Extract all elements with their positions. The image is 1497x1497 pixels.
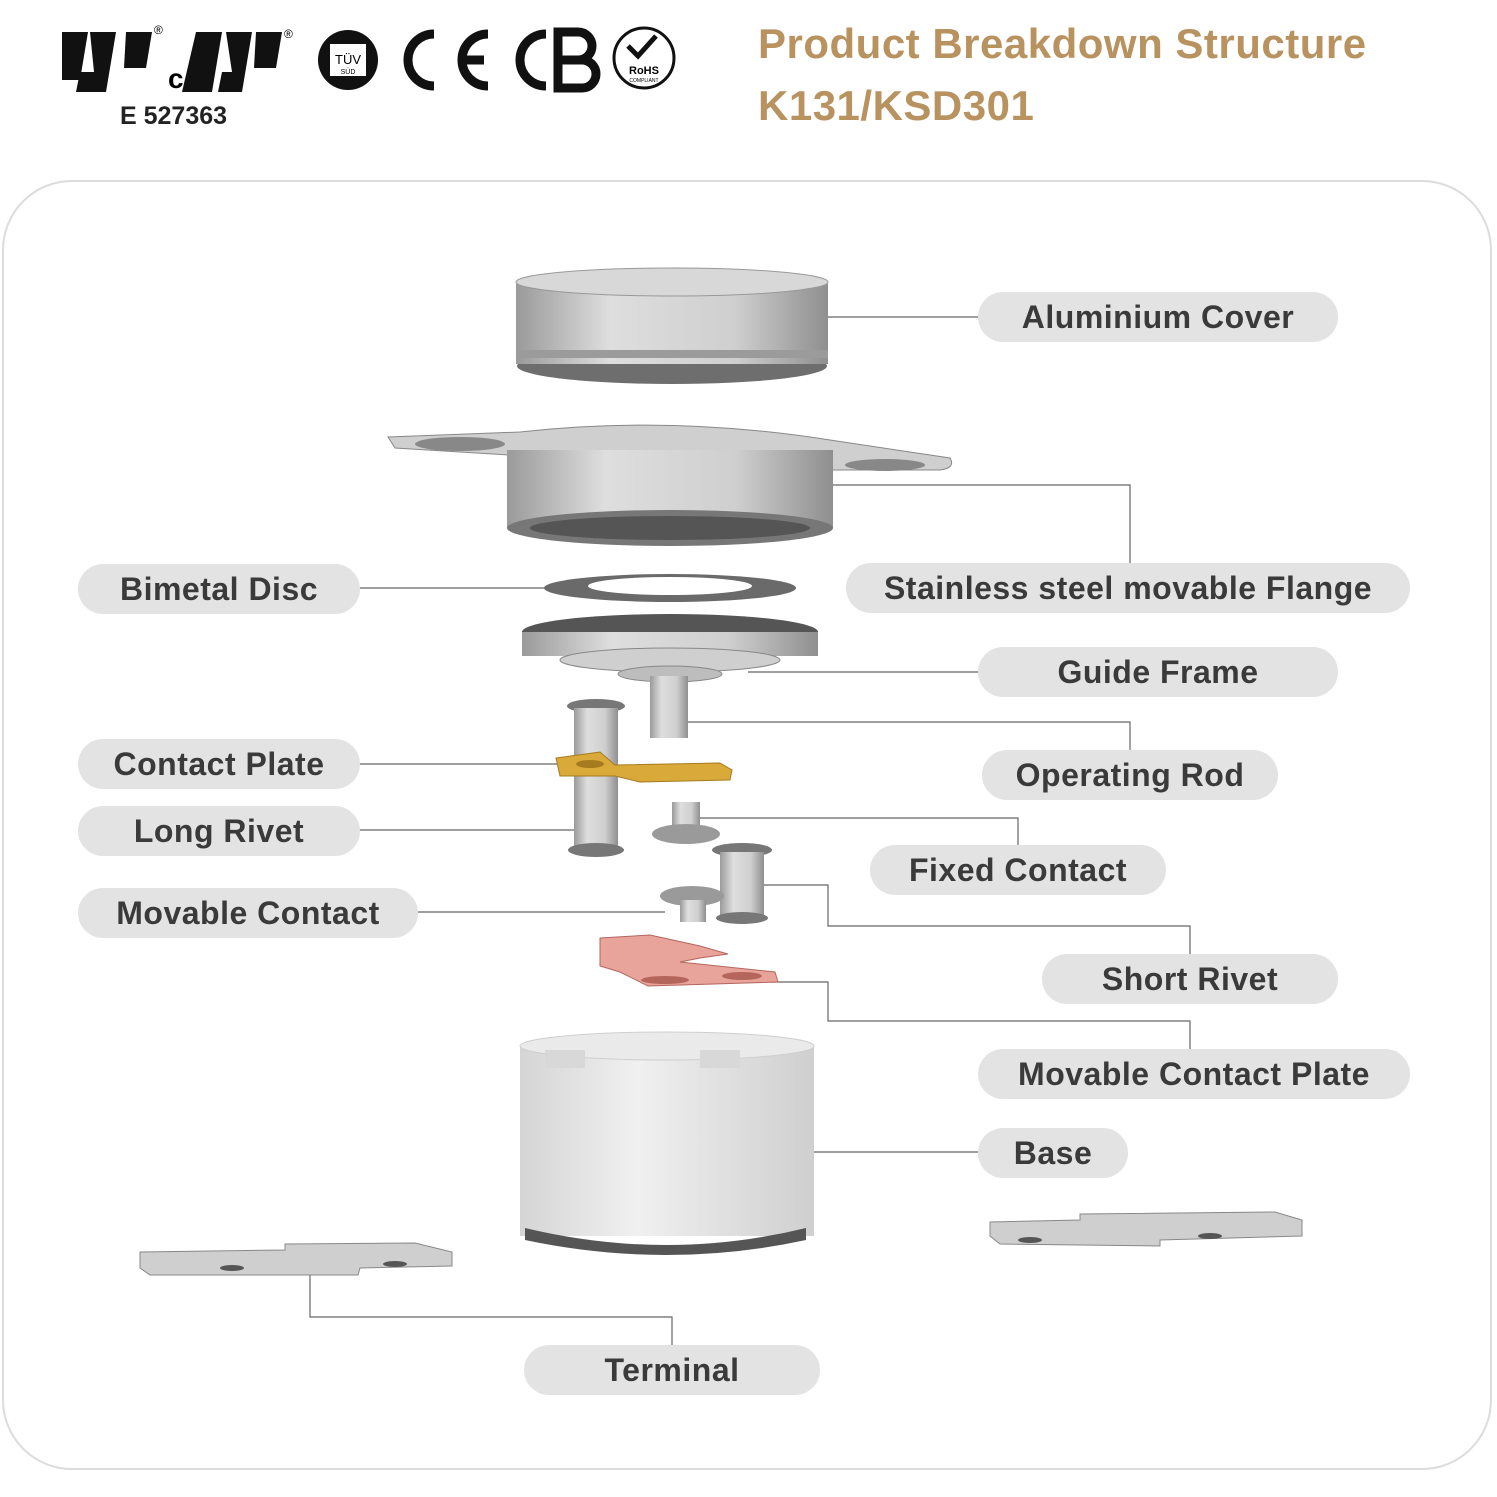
certification-logos: ® c ® TÜV SÜD RoHS COMPLIANT <box>56 23 696 144</box>
label-aluminium-cover: Aluminium Cover <box>978 292 1338 342</box>
svg-text:®: ® <box>154 24 163 37</box>
svg-text:c: c <box>168 63 184 94</box>
guide-frame-part <box>522 614 818 738</box>
stainless-flange-part <box>387 424 953 546</box>
label-movable-contact-plate: Movable Contact Plate <box>978 1049 1410 1099</box>
svg-text:COMPLIANT: COMPLIANT <box>629 78 658 84</box>
label-base: Base <box>978 1128 1128 1178</box>
ul-recognized-icon: ® c ® <box>62 23 293 94</box>
label-terminal: Terminal <box>524 1345 820 1395</box>
terminal-left-part <box>139 1242 453 1276</box>
long-rivet-part <box>567 699 625 857</box>
label-contact-plate: Contact Plate <box>78 739 360 789</box>
short-rivet-part <box>712 843 772 924</box>
cb-mark-icon <box>515 27 601 93</box>
rohs-compliant-icon: RoHS COMPLIANT <box>612 26 676 90</box>
fixed-contact-part <box>652 802 720 844</box>
svg-text:SÜD: SÜD <box>341 68 356 76</box>
label-stainless-flange: Stainless steel movable Flange <box>846 563 1410 613</box>
label-guide-frame: Guide Frame <box>978 647 1338 697</box>
model-number: K131/KSD301 <box>758 82 1035 129</box>
svg-text:RoHS: RoHS <box>629 65 659 77</box>
base-part <box>519 1031 815 1255</box>
label-fixed-contact: Fixed Contact <box>870 845 1166 895</box>
bimetal-disc-part <box>544 574 796 602</box>
terminal-right-part <box>989 1211 1303 1247</box>
tuv-sud-icon: TÜV SÜD <box>318 30 378 90</box>
contact-plate-part <box>555 751 733 783</box>
label-long-rivet: Long Rivet <box>78 806 360 856</box>
movable-contact-part <box>660 886 724 922</box>
movable-contact-plate-part <box>599 934 779 987</box>
ce-mark-icon <box>403 29 489 91</box>
aluminium-cover-part <box>515 267 829 384</box>
label-bimetal-disc: Bimetal Disc <box>78 564 360 614</box>
svg-text:TÜV: TÜV <box>335 52 361 67</box>
label-operating-rod: Operating Rod <box>982 750 1278 800</box>
svg-text:®: ® <box>284 27 293 41</box>
label-movable-contact: Movable Contact <box>78 888 418 938</box>
certificate-number: E 527363 <box>120 102 228 130</box>
page-title: Product Breakdown Structure <box>758 20 1367 67</box>
label-short-rivet: Short Rivet <box>1042 954 1338 1004</box>
